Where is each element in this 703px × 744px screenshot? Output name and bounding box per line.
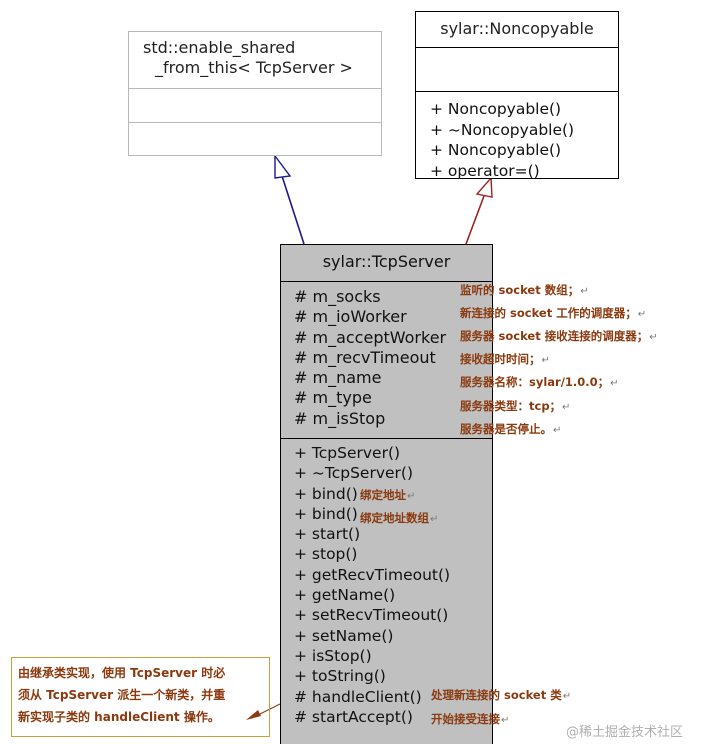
attribute: # m_recvTimeout [294, 347, 436, 367]
method: + start() [294, 525, 361, 544]
class-title: sylar::TcpServer [322, 252, 451, 271]
annotation-text: 服务器类型：tcp； [460, 399, 562, 413]
annotation-start-accept: 开始接受连接↵ [431, 711, 509, 727]
method: # handleClient() [294, 687, 422, 706]
return-mark: ↵ [407, 491, 416, 502]
method: + toString() [294, 667, 386, 686]
class-tcpserver: sylar::TcpServer # m_socks # m_ioWorker … [280, 244, 493, 744]
method: + operator=() [430, 161, 540, 180]
annotation-text: 服务器 socket 接收连接的调度器； [460, 329, 649, 343]
annotation-text: 接收超时时间； [460, 352, 541, 366]
annotation-text: 监听的 socket 数组； [460, 283, 580, 297]
annotation-text: 绑定地址数组 [360, 511, 429, 525]
attributes-section [129, 88, 381, 122]
method: + bind() [294, 484, 358, 503]
attribute: # m_acceptWorker [294, 327, 447, 347]
attribute: # m_ioWorker [294, 307, 407, 327]
attributes-section: # m_socks # m_ioWorker # m_acceptWorker … [281, 281, 492, 438]
method: + ~Noncopyable() [430, 120, 575, 139]
class-title: std::enable_shared _from_this< TcpServer… [129, 32, 381, 88]
attribute: # m_isStop [294, 408, 386, 428]
annotation-bind-2: 绑定地址数组↵ [360, 510, 438, 526]
methods-section: + TcpServer() + ~TcpServer() + bind() + … [281, 438, 492, 744]
annotation-text: 开始接受连接 [431, 712, 500, 726]
annotation-m-acceptworker: 服务器 socket 接收连接的调度器；↵ [460, 328, 658, 344]
inherit-line-enable-shared [281, 175, 305, 245]
attribute: # m_name [294, 368, 382, 388]
method: + bind() [294, 504, 358, 523]
method: + getRecvTimeout() [294, 565, 451, 584]
annotation-handle-client: 处理新连接的 socket 类↵ [431, 687, 571, 703]
return-mark: ↵ [637, 309, 647, 320]
note-pointer-arrowhead [246, 710, 261, 720]
inherit-arrowhead-noncopyable [475, 176, 493, 198]
return-mark: ↵ [430, 514, 439, 525]
return-mark: ↵ [610, 378, 619, 389]
annotation-text: 绑定地址 [360, 488, 406, 502]
class-title: sylar::Noncopyable [440, 19, 594, 38]
return-mark: ↵ [501, 715, 510, 726]
method: + getName() [294, 586, 396, 605]
method: + Noncopyable() [430, 100, 562, 118]
annotation-m-isstop: 服务器是否停止。↵ [460, 421, 561, 437]
class-title-line-2: _from_this< TcpServer > [155, 58, 353, 77]
note-line: 须从 TcpServer 派生一个新类，并重 [18, 688, 226, 702]
return-mark: ↵ [580, 286, 589, 297]
method: + setName() [294, 626, 394, 645]
annotation-m-socks: 监听的 socket 数组；↵ [460, 282, 589, 298]
annotation-m-type: 服务器类型：tcp；↵ [460, 398, 570, 414]
class-enable-shared-from-this: std::enable_shared _from_this< TcpServer… [128, 31, 382, 156]
annotation-text: 服务器名称：sylar/1.0.0； [460, 375, 610, 389]
annotation-text: 新连接的 socket 工作的调度器； [460, 306, 637, 320]
inherit-arrowhead-enable-shared [274, 153, 292, 179]
method: + setRecvTimeout() [294, 606, 449, 625]
method: + ~TcpServer() [294, 464, 414, 483]
methods-section [129, 122, 381, 155]
attributes-section [416, 47, 618, 91]
annotation-text: 服务器是否停止。 [460, 422, 552, 436]
inherit-line-noncopyable [465, 195, 485, 245]
return-mark: ↵ [541, 355, 550, 366]
method: + isStop() [294, 646, 372, 665]
class-noncopyable: sylar::Noncopyable + Noncopyable() + ~No… [415, 11, 619, 180]
methods-section: + Noncopyable() + ~Noncopyable() + Nonco… [416, 91, 618, 180]
note-line: 新实现子类的 handleClient 操作。 [18, 710, 220, 724]
method: + TcpServer() [294, 444, 401, 462]
watermark: @稀土掘金技术社区 [566, 725, 684, 740]
method: + stop() [294, 545, 358, 564]
method: + Noncopyable() [430, 141, 562, 159]
annotation-bind-1: 绑定地址↵ [360, 487, 415, 503]
attribute: # m_type [294, 388, 372, 408]
annotation-text: 处理新连接的 socket 类 [431, 688, 562, 702]
class-title-line-1: std::enable_shared [143, 38, 296, 57]
note-line: 由继承类实现，使用 TcpServer 时必 [18, 666, 226, 680]
annotation-m-recvtimeout: 接收超时时间；↵ [460, 351, 550, 367]
return-mark: ↵ [562, 691, 572, 702]
attribute: # m_socks [294, 287, 381, 306]
return-mark: ↵ [553, 425, 562, 436]
annotation-m-ioworker: 新连接的 socket 工作的调度器；↵ [460, 305, 646, 321]
return-mark: ↵ [562, 402, 571, 413]
note-box: 由继承类实现，使用 TcpServer 时必 须从 TcpServer 派生一个… [11, 657, 270, 737]
method: # startAccept() [294, 707, 413, 726]
annotation-m-name: 服务器名称：sylar/1.0.0；↵ [460, 374, 619, 390]
note-pointer-line [259, 703, 281, 715]
return-mark: ↵ [649, 332, 658, 343]
